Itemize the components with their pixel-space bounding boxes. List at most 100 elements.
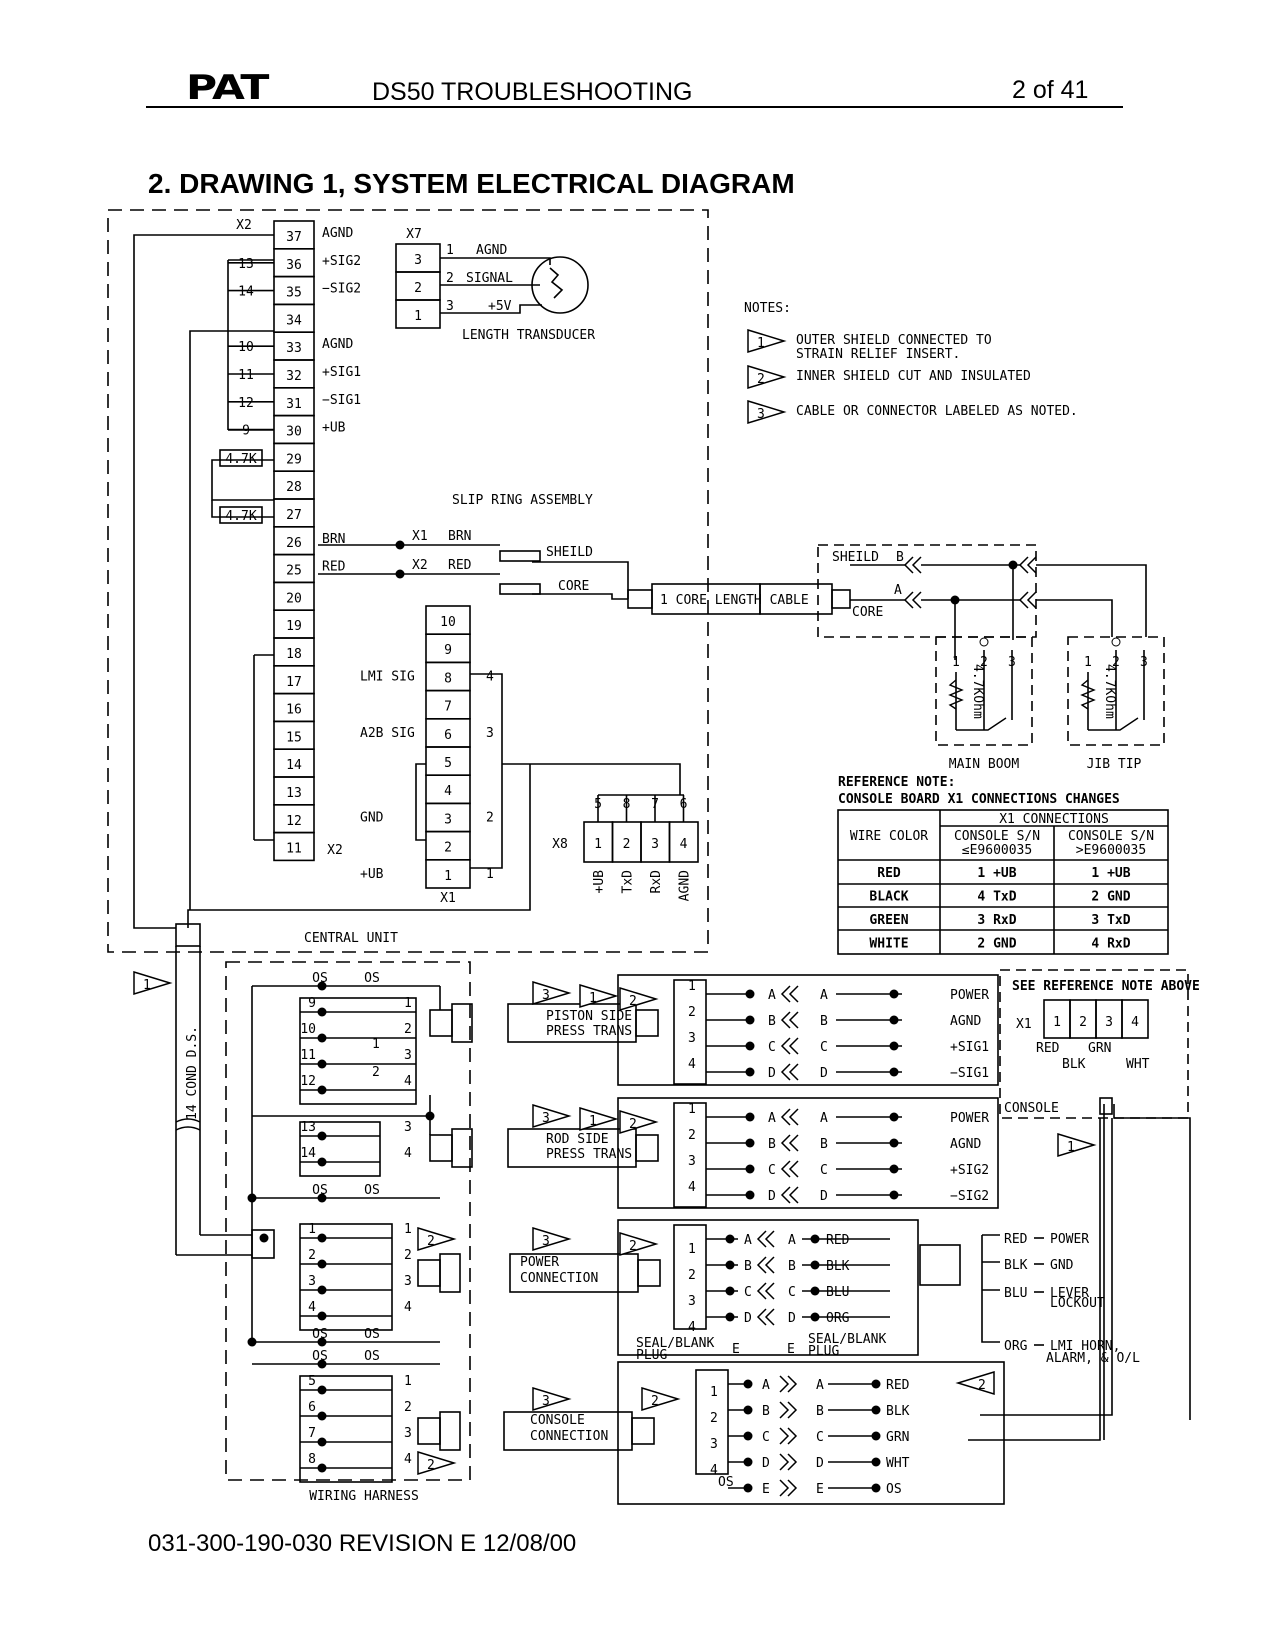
switch-pin-number: 2	[1112, 655, 1120, 670]
switch-pin-number: 3	[1140, 655, 1148, 670]
rod-trans-contact	[780, 1160, 799, 1178]
junction-dot	[871, 1379, 881, 1389]
piston-trans-contact-letter: B	[768, 1014, 776, 1029]
junction-dot	[871, 1405, 881, 1415]
x8-wire-number: 6	[680, 797, 688, 812]
power-conn-pin-number: 3	[688, 1294, 696, 1309]
power-conn-letter: B	[788, 1259, 796, 1274]
harness-group3-pin: 2	[308, 1248, 316, 1263]
x2-pin-number: 27	[286, 508, 302, 523]
note-flag-number: 3	[542, 988, 550, 1003]
note-flag-number: 1	[1067, 1140, 1075, 1155]
power-out-function: LOCKOUT	[1050, 1296, 1105, 1311]
jib-tip-switch-contact	[1088, 717, 1139, 731]
junction-dot	[871, 1483, 881, 1493]
rod-trans-contact	[780, 1186, 799, 1204]
power-conn-letter: E	[787, 1342, 795, 1357]
x2-pin-number: 28	[286, 480, 302, 495]
x2-signal-label: +SIG2	[322, 254, 361, 269]
x2-label: X2	[236, 218, 252, 233]
note-flag-number: 2	[427, 1234, 435, 1249]
power-conn-letter: C	[744, 1285, 752, 1300]
console-conn-letter: B	[762, 1404, 770, 1419]
x2-wire-number: 14	[238, 285, 254, 300]
piston-trans-signal: −SIG1	[950, 1066, 989, 1081]
junction-dot	[743, 1379, 753, 1389]
length-cable-label: 1 CORE LENGTH CABLE	[660, 593, 809, 608]
ref-cell: 3 TxD	[1091, 913, 1130, 928]
x2-pin-number: 15	[286, 730, 302, 745]
x1-pin-number: 5	[444, 756, 452, 771]
os-label: OS	[312, 971, 328, 986]
rod-trans-contact-letter: D	[768, 1189, 776, 1204]
console-conn-letter: B	[816, 1404, 824, 1419]
seal-plug-label: PLUG	[636, 1348, 667, 1363]
console-connection-name: CONNECTION	[530, 1429, 608, 1444]
x1-signal-label: A2B SIG	[360, 726, 415, 741]
power-connection-name: POWER	[520, 1255, 559, 1270]
jib-tip-label: JIB TIP	[1087, 757, 1142, 772]
console-conn-wire-color: GRN	[886, 1430, 909, 1445]
x2-wire-number: 10	[238, 340, 254, 355]
harness-group1-pin: 3	[404, 1048, 412, 1063]
console-x1-pin: 2	[1079, 1015, 1087, 1030]
junction-dot	[743, 1457, 753, 1467]
note-flag	[1057, 1132, 1097, 1158]
os-label: OS	[364, 1327, 380, 1342]
power-connection-name: CONNECTION	[520, 1271, 598, 1286]
console-conn-letter: E	[816, 1482, 824, 1497]
note-flag-number: 1	[589, 991, 597, 1006]
pin-b-label: B	[896, 550, 904, 565]
junction-dot	[743, 1483, 753, 1493]
ref-x1-connections: X1 CONNECTIONS	[999, 812, 1109, 827]
x2-signal-label: BRN	[322, 532, 345, 547]
console-conn-contact	[779, 1375, 798, 1393]
rod-trans-pin-number: 4	[688, 1180, 696, 1195]
junction-dot	[395, 540, 405, 550]
junction-dot	[745, 1112, 755, 1122]
x2-pin-number: 25	[286, 564, 302, 579]
os-label: OS	[312, 1349, 328, 1364]
console-conn-contact	[779, 1479, 798, 1497]
rod-trans-signal: AGND	[950, 1137, 981, 1152]
rod-trans-pin-number: 2	[688, 1128, 696, 1143]
harness-group3-pin: 1	[404, 1222, 412, 1237]
x2-pin-number: 31	[286, 397, 302, 412]
junction-dot	[745, 1041, 755, 1051]
power-conn-wire-color: BLK	[826, 1259, 850, 1274]
note-flag-number: 3	[542, 1394, 550, 1409]
junction-dot	[317, 1007, 327, 1017]
console-box	[999, 969, 1189, 1119]
console-conn-pin-number: 3	[710, 1437, 718, 1452]
ref-note-title: REFERENCE NOTE:	[838, 775, 955, 790]
harness-group4-pin: 4	[404, 1452, 412, 1467]
note-flag	[747, 399, 787, 425]
harness-group2-pin: 4	[404, 1146, 412, 1161]
piston-trans-contact-letter: D	[768, 1066, 776, 1081]
harness-group3-pin: 4	[404, 1300, 412, 1315]
junction-dot	[889, 1067, 899, 1077]
resistor	[219, 506, 263, 524]
harness-inner-pin: 1	[372, 1037, 380, 1052]
core-label: CORE	[852, 605, 883, 620]
rod-trans-pin-block	[673, 1102, 707, 1208]
rod-trans-name: ROD SIDE	[546, 1132, 609, 1147]
ref-cell: 2 GND	[977, 937, 1016, 952]
os-label: OS	[364, 971, 380, 986]
harness-group1-pin: 2	[404, 1022, 412, 1037]
slip-x2-label: X2	[412, 558, 428, 573]
switch-resistor-value: 4.7KOhm	[1102, 664, 1117, 719]
junction-dot	[317, 1085, 327, 1095]
x7-signal: AGND	[476, 243, 507, 258]
console-conn-letter: A	[762, 1378, 770, 1393]
junction-dot	[317, 1463, 327, 1473]
junction-dot	[810, 1234, 820, 1244]
x2-signal-label: RED	[322, 560, 346, 575]
x2-wire-number: 12	[238, 396, 254, 411]
junction-dot	[1008, 560, 1018, 570]
ref-col-header: CONSOLE S/N	[1068, 829, 1154, 844]
piston-trans-pin-number: 4	[688, 1057, 696, 1072]
x8-wire-number: 5	[594, 797, 602, 812]
note-flag	[955, 1370, 995, 1396]
